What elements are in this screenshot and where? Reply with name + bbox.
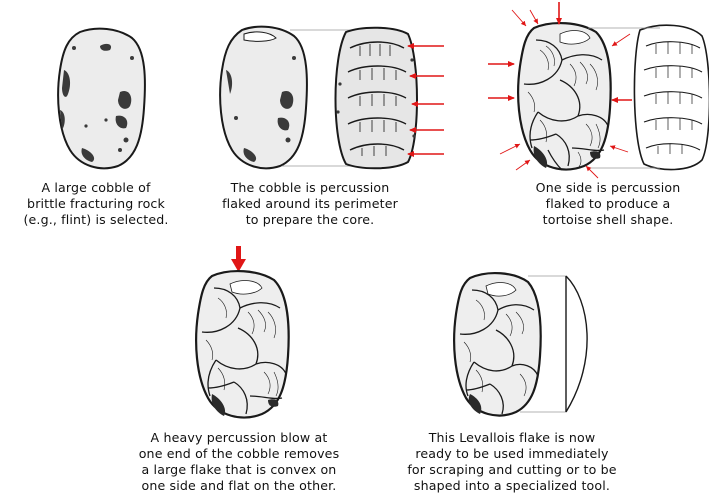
step2-front-view-cobble — [220, 27, 307, 169]
step2-side-view-core — [336, 28, 418, 169]
caption-line: tortoise shell shape. — [510, 212, 706, 228]
caption-line: for scraping and cutting or to be — [394, 462, 630, 478]
step1-raw-cobble — [58, 29, 145, 169]
caption-line: A heavy percussion blow at — [126, 430, 352, 446]
caption-line: The cobble is percussion — [210, 180, 410, 196]
step4-caption: A heavy percussion blow at one end of th… — [126, 430, 352, 494]
caption-line: This Levallois flake is now — [394, 430, 630, 446]
caption-line: one side and flat on the other. — [126, 478, 352, 494]
caption-line: one end of the cobble removes — [126, 446, 352, 462]
step5-caption: This Levallois flake is now ready to be … — [394, 430, 630, 494]
step2-caption: The cobble is percussion flaked around i… — [210, 180, 410, 228]
step3-caption: One side is percussion flaked to produce… — [510, 180, 706, 228]
step1-caption: A large cobble of brittle fracturing roc… — [6, 180, 186, 228]
caption-line: a large flake that is convex on — [126, 462, 352, 478]
caption-line: (e.g., flint) is selected. — [6, 212, 186, 228]
step5-levallois-flake — [454, 273, 541, 415]
caption-line: flaked around its perimeter — [210, 196, 410, 212]
caption-line: flaked to produce a — [510, 196, 706, 212]
step3-side-view-core — [634, 25, 709, 169]
caption-line: One side is percussion — [510, 180, 706, 196]
caption-line: shaped into a specialized tool. — [394, 478, 630, 494]
step3-prepared-core — [518, 23, 611, 170]
caption-line: A large cobble of — [6, 180, 186, 196]
step4-core-before-blow — [196, 271, 289, 417]
caption-line: brittle fracturing rock — [6, 196, 186, 212]
caption-line: ready to be used immediately — [394, 446, 630, 462]
step4-heavy-blow-arrow — [231, 246, 246, 272]
caption-line: to prepare the core. — [210, 212, 410, 228]
